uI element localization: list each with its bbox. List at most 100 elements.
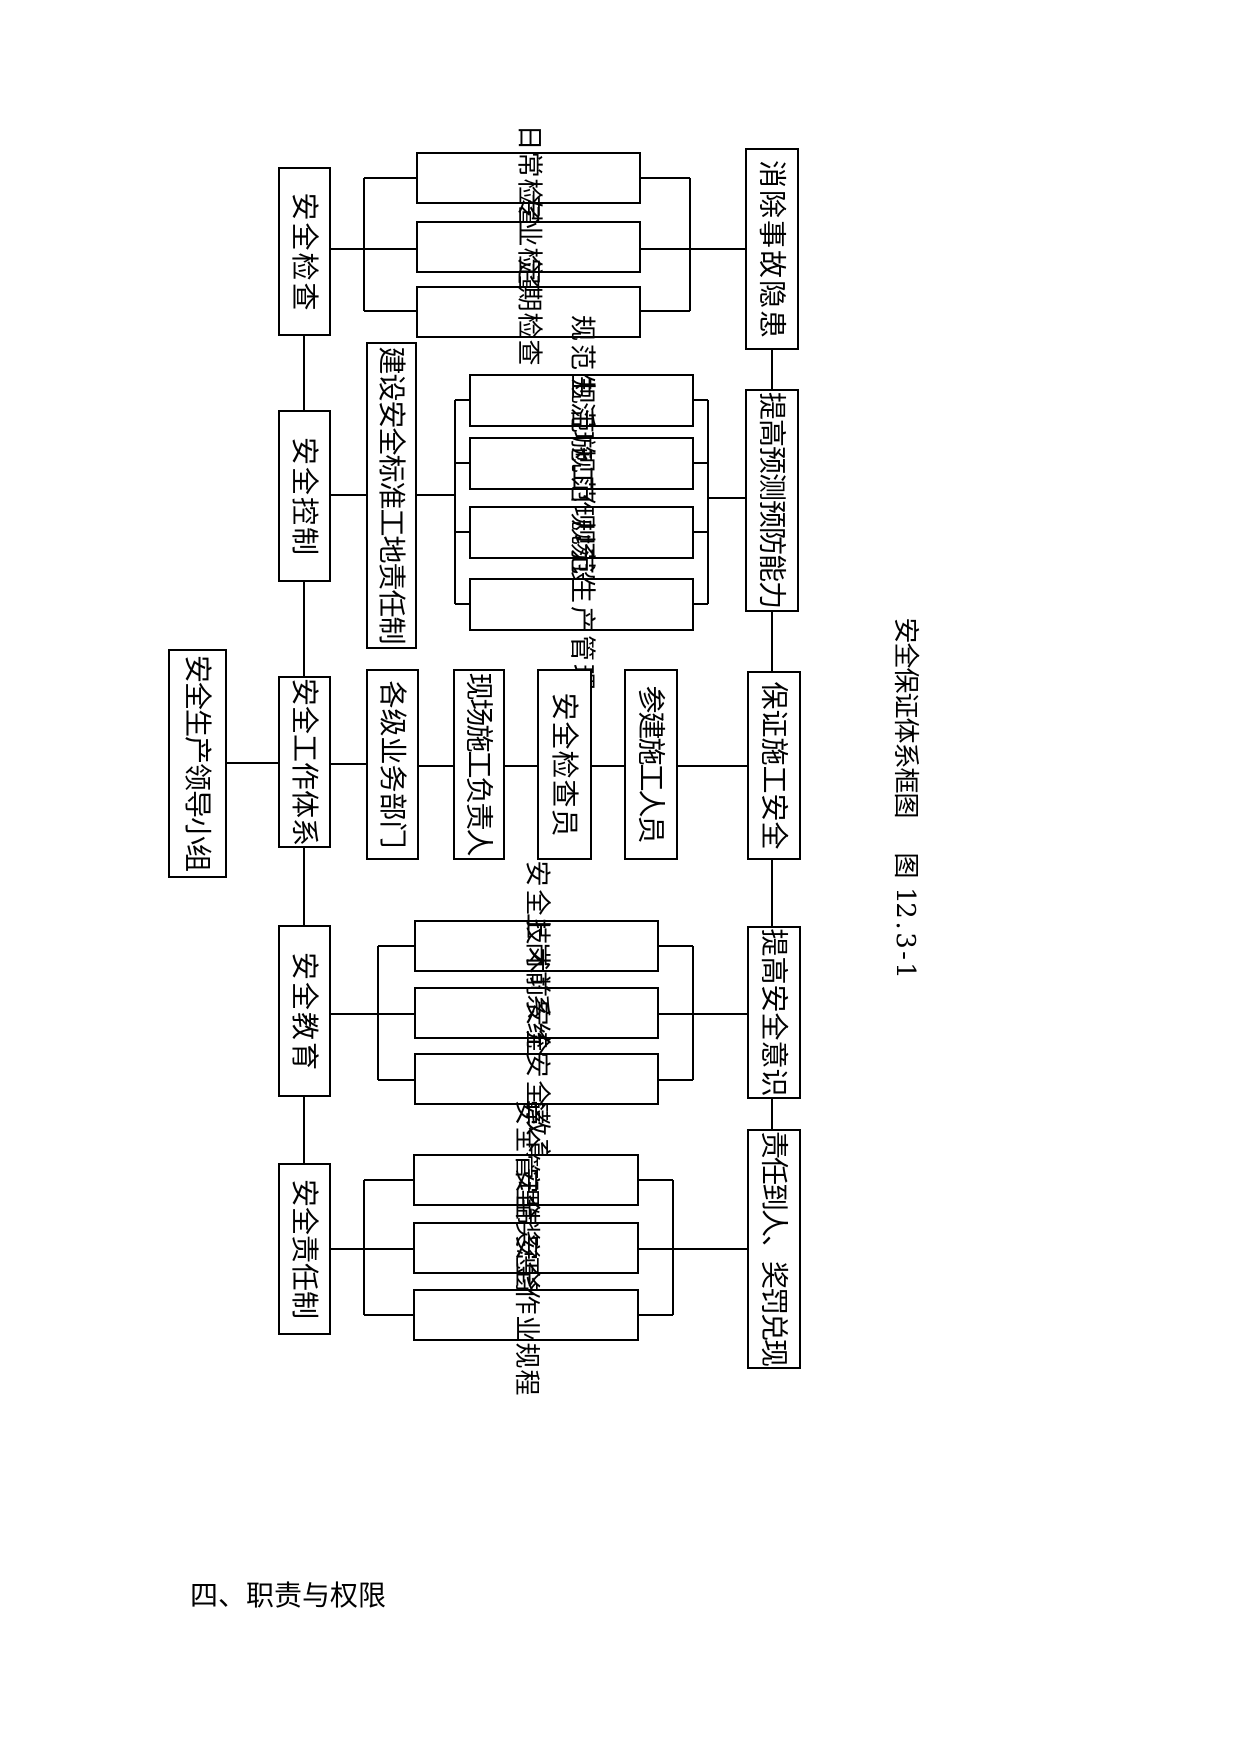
education-item-prejob-frame xyxy=(414,987,659,1039)
system-item-workers-label-char: 施 xyxy=(635,737,668,765)
caption-number-char: . xyxy=(890,921,920,929)
section-heading: 四、职责与权限 xyxy=(190,1579,387,1612)
system-item-workers-label-char: 人 xyxy=(635,789,668,817)
system-item-workers-label-char: 建 xyxy=(635,711,668,739)
system-item-site-leader-label-char: 人 xyxy=(463,828,496,856)
inspection-item-daily-label-char: 日 xyxy=(514,124,544,150)
responsibility-item-management-label-char: 理 xyxy=(511,1180,541,1206)
control-main-box-label-char: 工 xyxy=(375,508,408,536)
outcome-box-education-frame xyxy=(747,926,801,1099)
control-item-work-label-char: 工 xyxy=(567,465,597,491)
education-item-prejob-label-char: 岗 xyxy=(522,942,552,968)
outcome-box-education-label-char: 意 xyxy=(758,1040,791,1068)
responsibility-item-rewards-label-char: 惩 xyxy=(511,1248,541,1274)
outcome-box-system-label-char: 证 xyxy=(758,709,791,737)
system-item-inspector-label-char: 员 xyxy=(548,808,581,836)
outcome-box-education-label-char: 提 xyxy=(758,928,791,956)
control-item-work-label-char: 施 xyxy=(567,436,597,462)
top-box-system-label-char: 工 xyxy=(288,734,321,762)
control-item-facility-frame xyxy=(469,506,694,559)
leader-box-label-char: 安 xyxy=(181,655,214,683)
education-item-prejob-label-char: 全 xyxy=(522,1029,552,1055)
responsibility-item-rewards-frame xyxy=(413,1222,639,1274)
caption-number-char: 图 xyxy=(890,852,920,878)
control-item-living-label-char: 规 xyxy=(567,315,597,341)
top-box-responsibility-label-char: 任 xyxy=(288,1263,321,1291)
education-item-prejob-label-char: 上 xyxy=(522,913,552,939)
inspection-item-periodic-label-char: 期 xyxy=(514,285,544,311)
leader-box-frame xyxy=(168,649,227,878)
outcome-box-responsibility-label-char: 、 xyxy=(758,1235,791,1263)
top-box-inspection-label-char: 安 xyxy=(288,192,321,220)
caption-title-char: 证 xyxy=(890,692,920,718)
responsibility-item-management-label-char: 全 xyxy=(511,1126,541,1152)
top-box-system-frame xyxy=(278,676,331,848)
top-box-responsibility-frame xyxy=(278,1163,331,1335)
control-main-box-label-char: 地 xyxy=(375,535,408,563)
leader-box-label-char: 产 xyxy=(181,736,214,764)
diagram-boxes: 安全生产领导小组安全检查安全控制安全工作体系安全教育安全责任制日常检查专业检查定… xyxy=(168,124,801,1396)
system-item-site-leader-label-char: 负 xyxy=(463,776,496,804)
top-box-education-label-char: 教 xyxy=(288,1012,321,1040)
responsibility-item-procedures-label-char: 程 xyxy=(511,1369,541,1395)
outcome-box-education-label-char: 安 xyxy=(758,984,791,1012)
top-box-education-label-char: 安 xyxy=(288,952,321,980)
education-item-training-label-char: 全 xyxy=(522,889,552,915)
control-main-box-frame xyxy=(366,342,417,649)
control-main-box-label-char: 安 xyxy=(375,400,408,428)
responsibility-item-procedures-label-char: 安 xyxy=(511,1234,541,1260)
control-item-work-label-char: 范 xyxy=(567,407,597,433)
connector-lines xyxy=(226,177,773,1334)
top-box-education-label-char: 全 xyxy=(288,982,321,1010)
control-item-production-label-char: 生 xyxy=(567,577,597,603)
control-main-box-label-char: 设 xyxy=(375,373,408,401)
outcome-box-responsibility-label-char: 到 xyxy=(758,1183,791,1211)
outcome-box-control-label-char: 测 xyxy=(756,473,789,501)
top-box-control-label-char: 制 xyxy=(288,527,321,555)
system-item-departments-label-char: 级 xyxy=(376,708,409,736)
caption-title-char: 图 xyxy=(890,792,920,818)
outcome-box-responsibility-label-char: 现 xyxy=(758,1339,791,1367)
outcome-box-responsibility-label-char: 罚 xyxy=(758,1287,791,1315)
education-item-prejob-label-char: 前 xyxy=(522,971,552,997)
control-item-facility-label-char: 规 xyxy=(567,447,597,473)
outcome-box-system-label-char: 保 xyxy=(758,681,791,709)
control-main-box-label-char: 全 xyxy=(375,427,408,455)
top-box-control-frame xyxy=(278,410,331,582)
leader-box-label-char: 小 xyxy=(181,817,214,845)
control-item-facility: 规范现场设施 xyxy=(469,447,694,618)
outcome-box-responsibility-frame xyxy=(747,1129,801,1369)
top-box-system-label-char: 全 xyxy=(288,706,321,734)
outcome-box-inspection-label-char: 事 xyxy=(756,220,789,248)
responsibility-item-management-label-char: 安 xyxy=(511,1099,541,1125)
control-item-living-label-char: 范 xyxy=(567,344,597,370)
system-item-inspector-label-char: 检 xyxy=(548,750,581,778)
leader-box-label-char: 生 xyxy=(181,709,214,737)
outcome-box-inspection-frame xyxy=(745,148,799,350)
system-item-site-leader-label-char: 工 xyxy=(463,750,496,778)
control-item-work-frame xyxy=(469,437,694,490)
inspection-item-special-label-char: 专 xyxy=(514,193,544,219)
caption-title-char: 全 xyxy=(890,642,920,668)
outcome-box-control-label-char: 力 xyxy=(756,581,789,609)
top-box-control-label-char: 控 xyxy=(288,497,321,525)
outcome-box-control-label-char: 高 xyxy=(756,419,789,447)
system-item-departments-label-char: 各 xyxy=(376,680,409,708)
responsibility-item-procedures-label-char: 全 xyxy=(511,1261,541,1287)
control-item-production-label-char: 规 xyxy=(567,519,597,545)
outcome-box-system-frame xyxy=(747,671,801,860)
